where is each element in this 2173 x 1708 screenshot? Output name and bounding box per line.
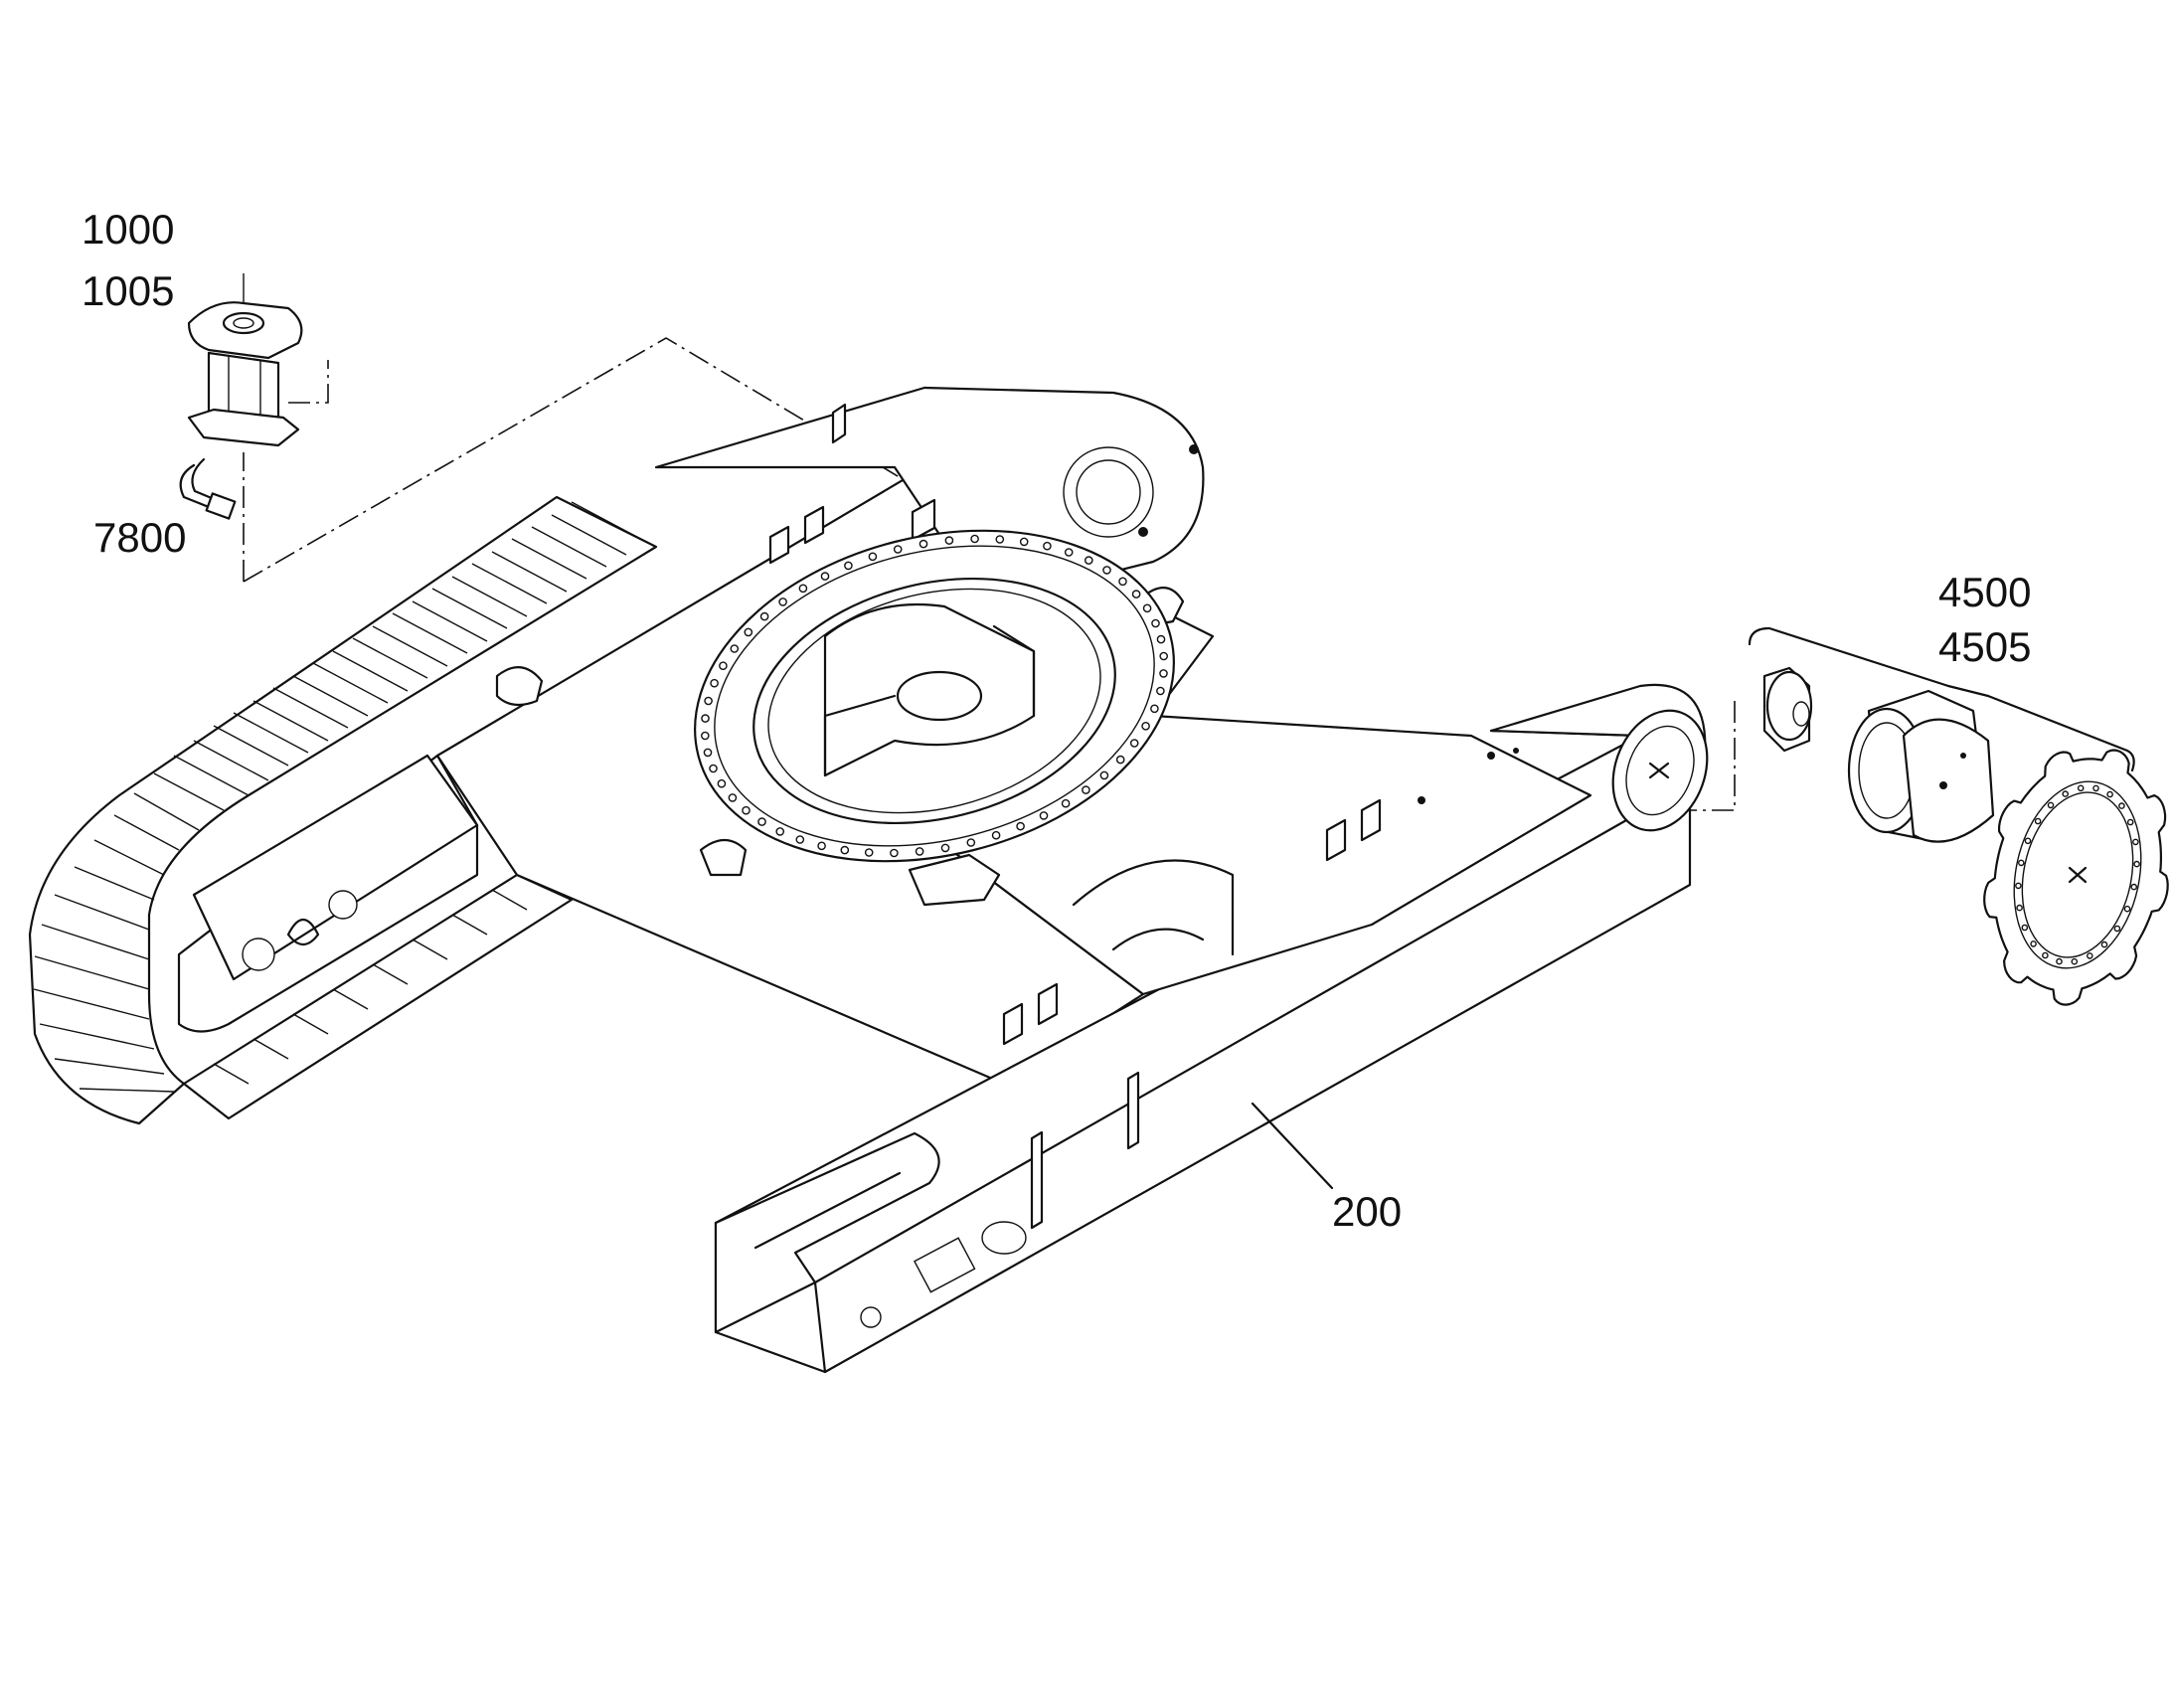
label-200: 200 <box>1332 1188 1403 1235</box>
sprocket-bolt-hole <box>2106 790 2113 798</box>
bolt-hole <box>1159 669 1168 678</box>
bolt-hole <box>919 539 928 549</box>
bolt-hole <box>795 835 805 844</box>
bolt-hole <box>966 838 976 847</box>
final-drive-assembly <box>1748 626 2169 1006</box>
sprocket-wheel <box>1983 749 2169 1006</box>
bolt-hole <box>704 696 713 706</box>
sprocket-bolt-hole <box>2133 860 2140 868</box>
bolt-hole <box>970 534 979 544</box>
bolt-hole <box>1129 739 1139 748</box>
bolt-hole <box>1150 704 1159 714</box>
travel-motor-part <box>187 273 303 447</box>
sprocket-bolt-hole <box>2077 784 2085 792</box>
bolt-hole <box>1039 811 1049 820</box>
bolt-hole <box>717 778 727 788</box>
sprocket-bolt-hole <box>2018 859 2025 867</box>
sprocket-bolt-hole <box>2130 883 2137 891</box>
bolt-hole <box>778 598 787 606</box>
bolt-hole <box>798 584 808 594</box>
leader-line-200 <box>1251 1102 1334 1190</box>
bolt-hole <box>742 805 751 815</box>
bolt-hole <box>1159 651 1168 661</box>
assembly-lines <box>243 337 1736 811</box>
label-1000: 1000 <box>82 206 175 253</box>
bolt-hole <box>995 535 1005 544</box>
bolt-hole <box>728 793 738 802</box>
slewing-ring <box>694 529 1175 863</box>
bolt-hole <box>759 611 769 621</box>
bolt-hole <box>1016 821 1025 831</box>
bolt-hole <box>940 843 950 853</box>
bolt-hole <box>1151 618 1160 628</box>
sprocket-bolt-hole <box>2016 904 2023 912</box>
bolt-hole <box>1082 785 1090 794</box>
bolt-hole <box>840 845 850 855</box>
bolt-hole <box>703 748 713 758</box>
bolt-hole <box>1085 556 1093 565</box>
sprocket-bolt-hole <box>2021 924 2029 932</box>
label-4500: 4500 <box>1938 569 2032 615</box>
sprocket-bolt-hole <box>2056 957 2063 965</box>
bolt-hole <box>944 536 954 545</box>
bolt-hole <box>868 552 878 562</box>
sprocket-bolt-hole <box>2062 790 2069 797</box>
bolt-hole <box>1118 577 1127 587</box>
sprocket-bolt-hole <box>2132 838 2139 846</box>
sprocket-bolt-hole <box>2047 801 2055 809</box>
bolt-hole <box>775 827 785 836</box>
sprocket-bolt-hole <box>2015 882 2022 890</box>
sprocket-bolt-hole <box>2030 940 2037 947</box>
bolt-hole <box>1019 537 1029 547</box>
sprocket-bolt-hole <box>2042 951 2049 959</box>
bolt-hole <box>915 847 924 856</box>
sprocket-bolt-hole <box>2071 957 2079 965</box>
bolt-hole <box>1099 770 1109 780</box>
sprocket-bolt-hole <box>2123 905 2131 913</box>
sprocket-bolt-hole <box>2086 952 2093 959</box>
left-crawler-track <box>28 495 658 1125</box>
bolt-hole <box>1156 686 1165 696</box>
bolt-hole <box>1043 541 1052 551</box>
bolt-hole <box>701 731 710 741</box>
bolt-hole <box>1115 755 1125 765</box>
sprocket-bolt-hole <box>2092 784 2099 792</box>
label-1005: 1005 <box>82 267 175 314</box>
bolt-hole <box>1142 603 1152 613</box>
label-4505: 4505 <box>1938 623 2032 670</box>
bolt-hole <box>1141 722 1150 731</box>
bolt-hole <box>1064 548 1074 557</box>
bolt-hole <box>757 817 766 826</box>
bolt-hole <box>730 644 740 653</box>
sprocket-bolt-hole <box>2100 940 2108 948</box>
bolt-hole <box>991 830 1001 840</box>
bolt-hole <box>1156 634 1166 644</box>
bolt-hole <box>1061 798 1071 808</box>
sprocket-bolt-hole <box>2126 818 2134 826</box>
bolt-hole <box>701 714 710 723</box>
bolt-hole <box>893 545 903 554</box>
bolt-hole <box>864 848 874 857</box>
bolt-hole <box>817 841 826 851</box>
bolt-hole <box>719 661 728 671</box>
bolt-hole <box>844 561 853 571</box>
ring-bolt-holes <box>701 534 1168 858</box>
bolt-hole <box>890 848 899 858</box>
sprocket-bolt-hole <box>2113 925 2121 933</box>
sprocket-bolt-hole <box>2034 817 2042 825</box>
bolt-hole <box>820 572 830 581</box>
bolt-hole <box>1102 566 1111 575</box>
bolt-hole <box>710 678 719 688</box>
bolt-hole <box>709 764 718 773</box>
fitting-part <box>179 457 237 520</box>
sprocket-bolt-hole <box>2118 802 2125 809</box>
bolt-hole <box>744 627 753 637</box>
label-7800: 7800 <box>93 514 187 561</box>
bolt-hole <box>1131 590 1141 598</box>
sprocket-bolt-hole <box>2024 837 2032 845</box>
